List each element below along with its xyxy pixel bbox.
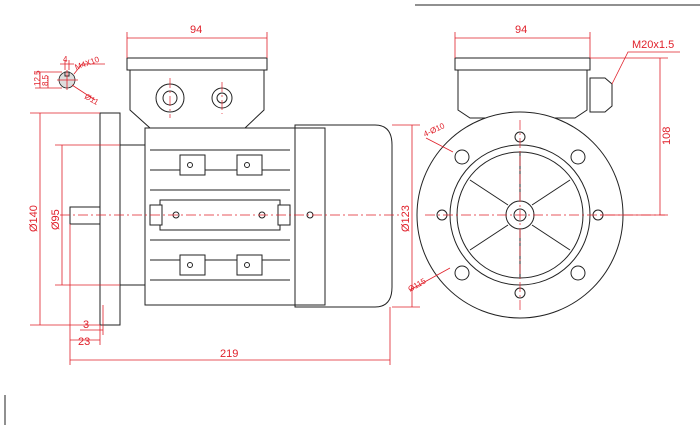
shaft [69,206,101,225]
overall-length-label: 219 [220,348,238,360]
bolt-hole [570,265,586,281]
cable-gland [589,77,613,113]
end-dimension-lines [409,32,680,291]
key-width-label: 4 [63,55,68,64]
bolt-icon [187,162,193,168]
body-diameter-label: Ø123 [400,205,412,232]
shaft-length-label: 23 [78,336,90,348]
side-width-label: 94 [190,24,202,36]
spigot-depth-label: 3 [83,319,89,331]
bolt-hole [454,265,470,281]
side-dimension-lines [30,32,420,365]
pcd-label: Ø115 [407,276,428,294]
side-centerlines [60,78,400,216]
side-view-dimensions: 94 Ø140 Ø95 Ø123 3 23 219 [28,24,420,365]
side-view [60,57,400,326]
shaft-detail: 4 M4X10 12.5 8.5 Ø11 [33,55,105,107]
bolt-holes [454,149,586,281]
flange-diameter-label: Ø140 [28,205,40,232]
cooling-fins [150,149,290,281]
spigot-diameter-label: Ø95 [50,209,62,230]
end-view [416,57,665,319]
bolt-icon [244,262,250,268]
bolt-hole [454,149,470,165]
terminal-box-lid [126,57,268,71]
shaft-detail-dimension-lines [35,60,105,101]
cable-gland-label: M20x1.5 [632,39,674,51]
bolt-icon [244,162,250,168]
frame-border [4,4,700,425]
bolt-hole [570,149,586,165]
shaft-end-core [513,208,527,222]
bolt-icon [187,262,193,268]
end-terminal-box [457,69,588,119]
axis-height-label: 108 [661,127,673,145]
end-width-label: 94 [515,24,527,36]
fan-cover-ring [294,127,326,306]
height-inner-label: 8.5 [41,74,50,86]
shaft-diameter-label: Ø11 [83,92,101,107]
thread-label: M4X10 [74,55,101,72]
height-outer-label: 12.5 [33,70,42,86]
bolt-holes-label: 4-Ø10 [422,121,446,139]
end-terminal-box-lid [454,57,591,71]
terminal-box [129,69,265,129]
